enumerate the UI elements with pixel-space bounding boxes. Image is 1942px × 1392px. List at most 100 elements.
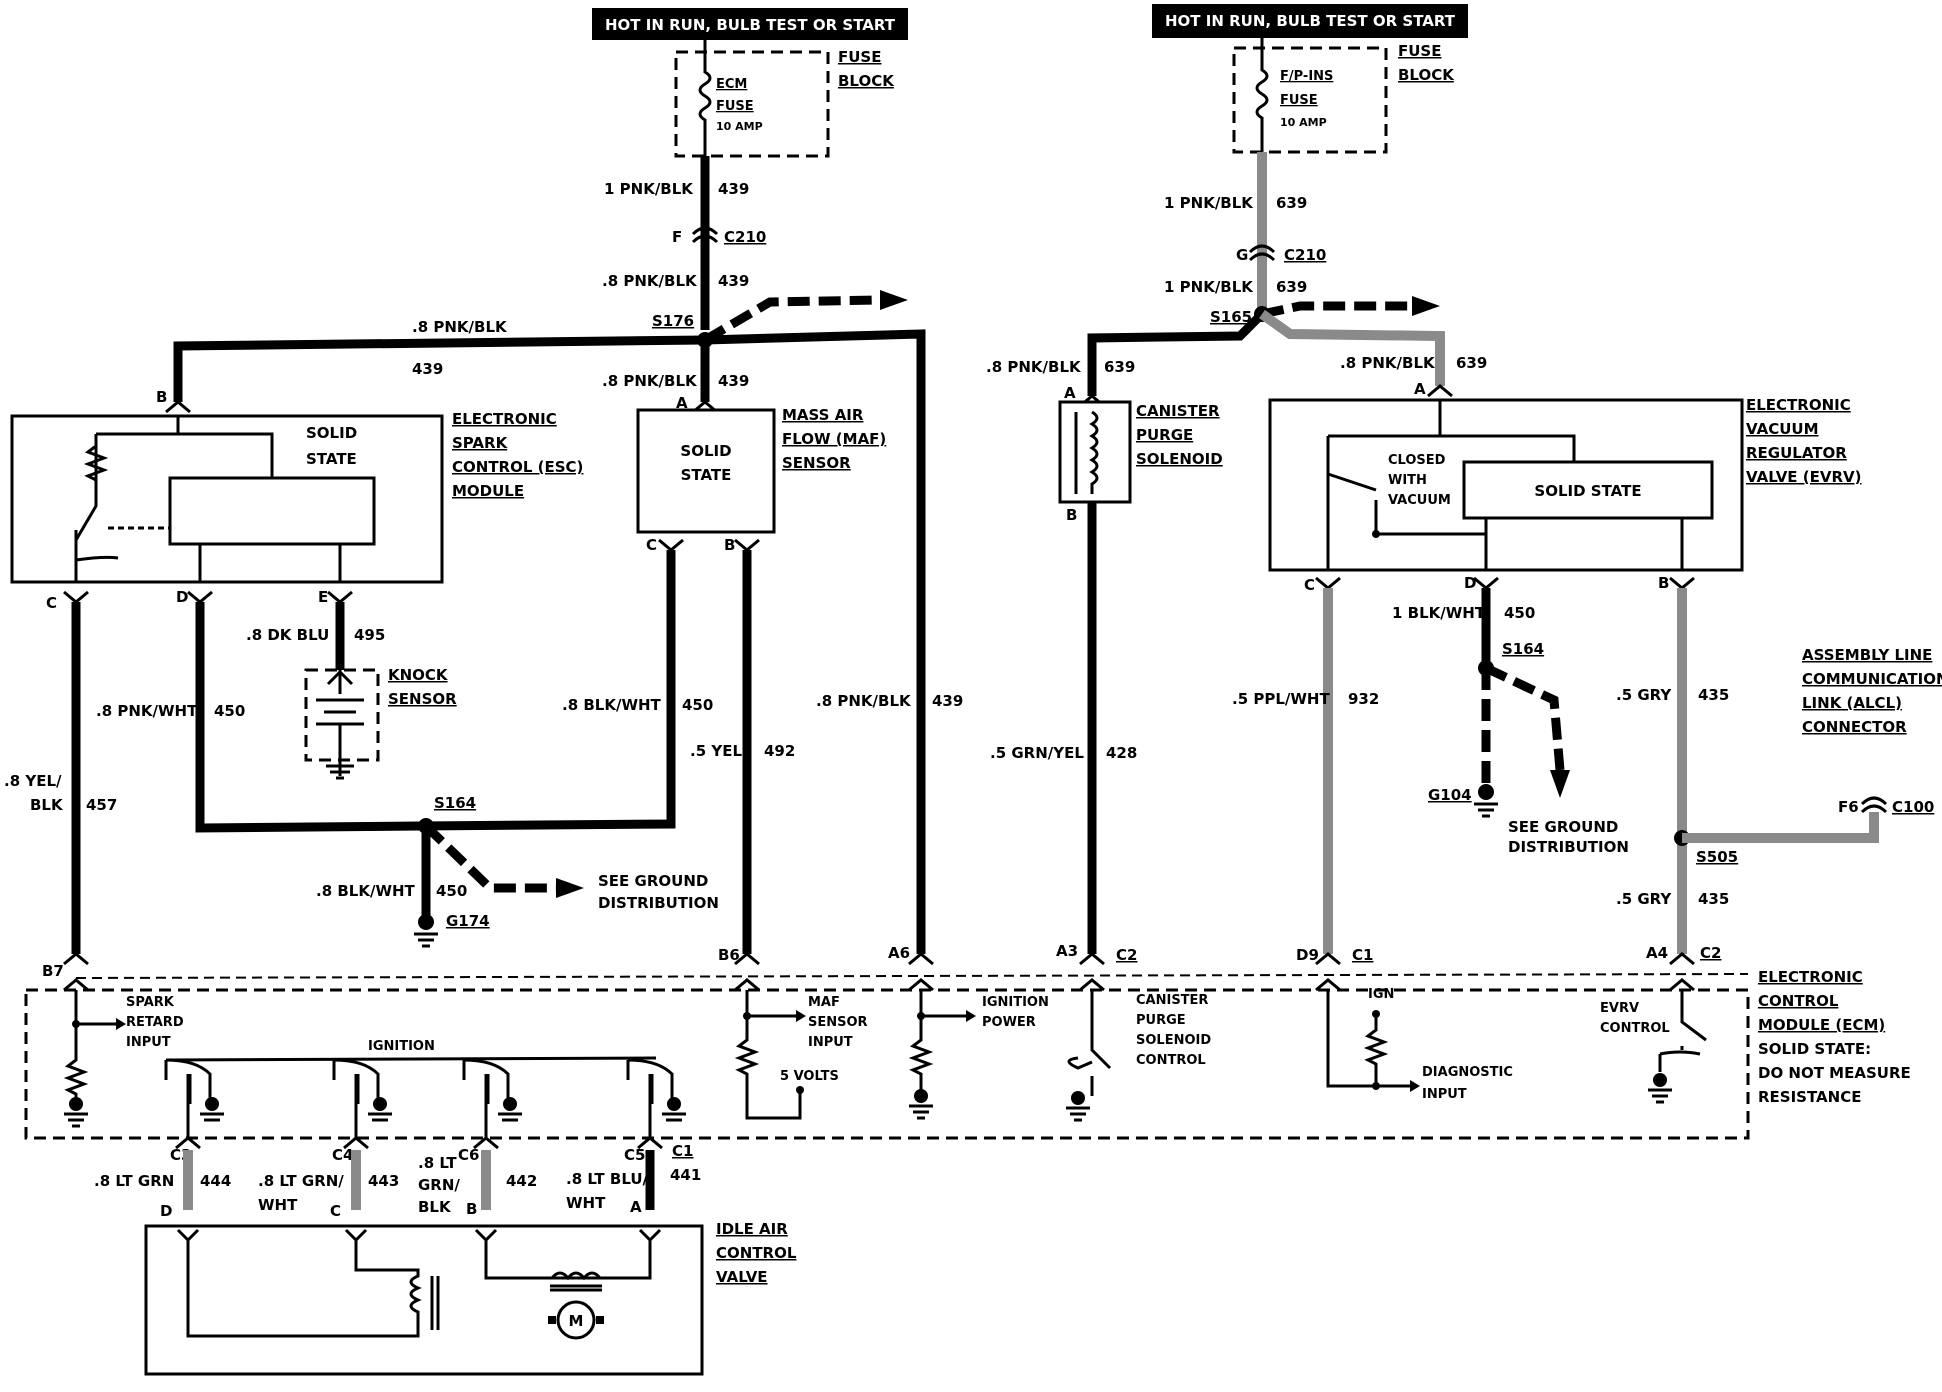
left-hot-header-text: HOT IN RUN, BULB TEST OR START [605, 16, 896, 34]
pin-a3: A3 [1056, 942, 1078, 960]
right-fuse-rating: 10 AMP [1280, 116, 1327, 129]
pin-b-esc: B [156, 388, 167, 406]
wire-439-to-ecm [704, 329, 926, 954]
alcl-label-4: CONNECTOR [1802, 718, 1907, 736]
esc-internal-wiring [94, 416, 342, 582]
c1-right-label: C1 [1352, 946, 1373, 964]
driver-2 [332, 1058, 380, 1114]
ign-power-2: POWER [982, 1015, 1036, 1030]
diag-input-2: INPUT [1422, 1087, 1467, 1102]
ecm-evrv-circuit [1659, 990, 1707, 1056]
wire-450-g174-label: .8 BLK/WHT [316, 882, 416, 900]
canister-ctrl-4: CONTROL [1136, 1053, 1206, 1068]
maf-sensor: A SOLID STATE MASS AIR FLOW (MAF) SENSOR… [419, 394, 886, 954]
wire-450-esc-circuit: 450 [214, 702, 245, 720]
spark-input-1: SPARK [126, 995, 175, 1010]
c210-right-symbol [1248, 244, 1276, 262]
wire-439-maf-circuit: 439 [718, 372, 749, 390]
alcl-connector: ASSEMBLY LINE COMMUNICATION LINK (ALCL) … [1802, 646, 1942, 736]
pin-b-maf: B [724, 536, 735, 554]
wire-439-ecm-label: .8 PNK/BLK [816, 692, 912, 710]
esc-label-4: MODULE [452, 482, 524, 500]
spark-node [72, 1020, 80, 1028]
knock-label-1: KNOCK [388, 666, 449, 684]
wire-441-circuit: 441 [670, 1166, 701, 1184]
wire-435-alcl [1682, 812, 1879, 843]
pin-f6: F6 [1838, 798, 1859, 816]
ecm-label-5: DO NOT MEASURE [1758, 1064, 1911, 1082]
left-power-feed: HOT IN RUN, BULB TEST OR START ECM FUSE … [173, 8, 963, 954]
iac-label-1: IDLE AIR [716, 1220, 788, 1238]
iac-motor-coil [550, 1271, 602, 1292]
wire-435-lower-circuit: 435 [1698, 890, 1729, 908]
left-fuse-symbol [698, 40, 712, 156]
splice-s176-label: S176 [652, 312, 694, 330]
g104-label: G104 [1428, 786, 1472, 804]
driver-2-gnd [373, 1097, 387, 1111]
wire-639-mid-label: 1 PNK/BLK [1164, 278, 1254, 296]
wire-444-circuit: 444 [200, 1172, 231, 1190]
right-fuse-block-label: FUSE [1398, 42, 1441, 60]
knock-box [304, 668, 380, 762]
driver-4-gnd [667, 1097, 681, 1111]
see-ground-2-a: SEE GROUND [1508, 818, 1618, 836]
iac-pin-a: A [630, 1198, 642, 1216]
iac-label-3: VALVE [716, 1268, 768, 1286]
evrv-switch [1327, 472, 1378, 534]
splice-s164-right-label: S164 [1502, 640, 1544, 658]
wire-450-maf-label: .8 BLK/WHT [562, 696, 662, 714]
conn-c4: C4 [332, 1146, 353, 1164]
see-ground-2-b: DISTRIBUTION [1508, 838, 1629, 856]
maf-input-2: SENSOR [808, 1015, 868, 1030]
wire-932-label: .5 PPL/WHT [1232, 690, 1330, 708]
canister-ctrl-ground-icon [1066, 1106, 1090, 1122]
ecm-module: B7 B6 A6 A3 C2 D9 C1 A4 C2 SPARK RETARD … [24, 942, 1911, 1140]
diag-input-1: DIAGNOSTIC [1422, 1065, 1513, 1080]
canister-ctrl-3: SOLENOID [1136, 1033, 1211, 1048]
evrv-label-3: REGULATOR [1746, 444, 1847, 462]
pin-a-evrv: A [1414, 380, 1426, 398]
wire-495-circuit: 495 [354, 626, 385, 644]
ign-power-ground-icon [909, 1104, 933, 1120]
five-volts-label: 5 VOLTS [780, 1069, 839, 1084]
ecm-canister-circuit [1067, 990, 1112, 1096]
pin-b-evrv: B [1658, 574, 1669, 592]
ecm-label-3: MODULE (ECM) [1758, 1016, 1885, 1034]
iac-box [144, 1224, 704, 1376]
esc-inner-1: SOLID [306, 424, 357, 442]
esc-pin-symbols [63, 590, 353, 604]
wire-932-circuit: 932 [1348, 690, 1379, 708]
pin-e-esc: E [318, 588, 328, 606]
right-fuse-name: F/P-INS [1280, 69, 1333, 84]
evrv-label-2: VACUUM [1746, 420, 1819, 438]
idle-air-control-valve: M IDLE AIR CONTROL VALVE [144, 1220, 797, 1376]
canister-ctrl-1: CANISTER [1136, 993, 1208, 1008]
ecm-top-dash [75, 973, 1749, 979]
right-power-feed: HOT IN RUN, BULB TEST OR START F/P-INS F… [986, 4, 1487, 396]
evrv-ctrl-ground-icon [1648, 1054, 1672, 1104]
wire-442-label-2: GRN/ [418, 1176, 460, 1194]
c210-left-symbol [691, 226, 719, 244]
esc-label-1: ELECTRONIC [452, 410, 557, 428]
wire-428-label: .5 GRN/YEL [990, 744, 1084, 762]
pin-a6: A6 [888, 944, 910, 962]
wire-439-top-label: 1 PNK/BLK [604, 180, 694, 198]
maf-label-2: FLOW (MAF) [782, 430, 886, 448]
pin-c-evrv: C [1304, 576, 1315, 594]
driver-3 [462, 1058, 510, 1114]
alcl-label-2: COMMUNICATION [1802, 670, 1942, 688]
knock-label-2: SENSOR [388, 690, 457, 708]
wire-442-label: .8 LT [418, 1154, 457, 1172]
maf-pin-symbols [658, 538, 760, 552]
s165-continuation [1261, 301, 1412, 319]
wire-443-circuit: 443 [368, 1172, 399, 1190]
wire-450-g174-circuit: 450 [436, 882, 467, 900]
wire-439-esc-label: .8 PNK/BLK [412, 318, 508, 336]
wire-639-to-evrv [1259, 309, 1445, 386]
iac-coil-core [430, 1276, 440, 1330]
evrv-switch-1: CLOSED [1388, 453, 1446, 468]
left-fuse-block-label-2: BLOCK [838, 72, 895, 90]
maf-inner-2: STATE [681, 466, 732, 484]
maf-box [636, 408, 776, 534]
iac-motor-shaft-left [548, 1316, 556, 1324]
